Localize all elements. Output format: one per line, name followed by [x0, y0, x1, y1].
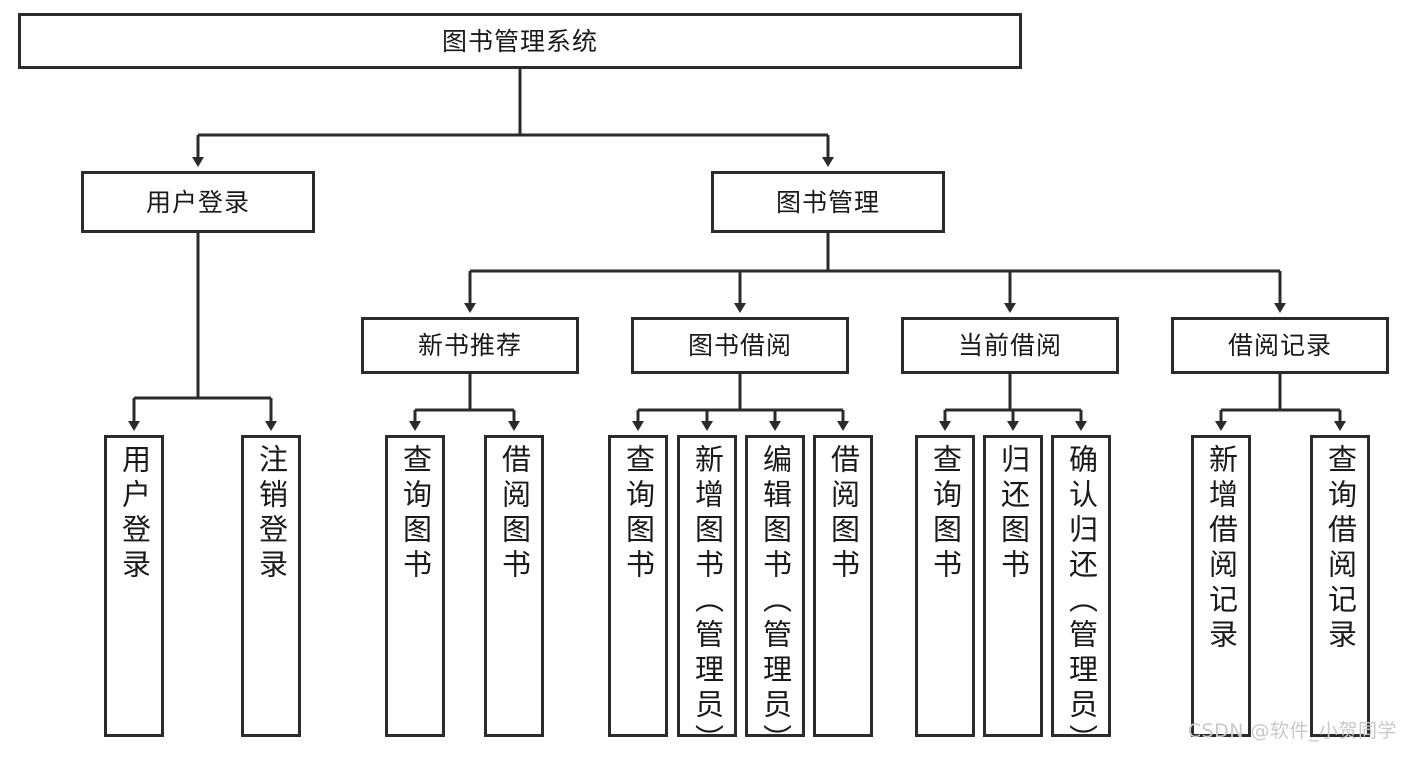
leaf-confirm-return-admin-label: 确认归还（管理员）	[1064, 444, 1099, 759]
node-book-management-label: 图书管理	[775, 187, 880, 217]
leaf-query-book-recommend[interactable]: 查询图书	[385, 435, 445, 737]
node-book-management[interactable]: 图书管理	[711, 171, 945, 233]
node-root-label: 图书管理系统	[441, 26, 598, 56]
leaf-edit-book-admin-label: 编辑图书（管理员）	[758, 444, 793, 759]
leaf-query-book-current[interactable]: 查询图书	[915, 435, 975, 737]
leaf-borrow-book-label: 借阅图书	[826, 444, 861, 584]
leaf-return-book-label: 归还图书	[996, 444, 1031, 584]
leaf-query-book-borrow-label: 查询图书	[621, 444, 656, 584]
node-book-borrow-label: 图书借阅	[687, 331, 792, 360]
leaf-user-login-label: 用户登录	[117, 444, 152, 584]
leaf-user-login[interactable]: 用户登录	[104, 435, 164, 737]
leaf-logout[interactable]: 注销登录	[241, 435, 301, 737]
leaf-add-book-admin[interactable]: 新增图书（管理员）	[677, 435, 737, 759]
node-user-login[interactable]: 用户登录	[81, 171, 315, 233]
node-book-borrow[interactable]: 图书借阅	[631, 317, 849, 374]
node-user-login-label: 用户登录	[145, 187, 250, 217]
node-borrow-records-label: 借阅记录	[1227, 331, 1332, 360]
node-borrow-records[interactable]: 借阅记录	[1171, 317, 1389, 374]
leaf-query-book-recommend-label: 查询图书	[398, 444, 433, 584]
leaf-add-borrow-record[interactable]: 新增借阅记录	[1191, 435, 1251, 737]
leaf-borrow-book-recommend-label: 借阅图书	[497, 444, 532, 584]
node-current-borrow[interactable]: 当前借阅	[901, 317, 1119, 374]
leaf-borrow-book-recommend[interactable]: 借阅图书	[484, 435, 544, 737]
leaf-confirm-return-admin[interactable]: 确认归还（管理员）	[1051, 435, 1111, 759]
leaf-query-book-borrow[interactable]: 查询图书	[608, 435, 668, 737]
leaf-edit-book-admin[interactable]: 编辑图书（管理员）	[745, 435, 805, 759]
leaf-return-book[interactable]: 归还图书	[983, 435, 1043, 737]
leaf-logout-label: 注销登录	[254, 444, 289, 584]
leaf-add-borrow-record-label: 新增借阅记录	[1204, 444, 1239, 654]
node-root[interactable]: 图书管理系统	[18, 13, 1022, 69]
leaf-query-borrow-record-label: 查询借阅记录	[1323, 444, 1358, 654]
node-new-book-recommend-label: 新书推荐	[417, 331, 522, 360]
node-new-book-recommend[interactable]: 新书推荐	[361, 317, 579, 374]
leaf-query-book-current-label: 查询图书	[928, 444, 963, 584]
leaf-query-borrow-record[interactable]: 查询借阅记录	[1310, 435, 1370, 737]
leaf-add-book-admin-label: 新增图书（管理员）	[690, 444, 725, 759]
leaf-borrow-book[interactable]: 借阅图书	[813, 435, 873, 737]
node-current-borrow-label: 当前借阅	[957, 331, 1062, 360]
